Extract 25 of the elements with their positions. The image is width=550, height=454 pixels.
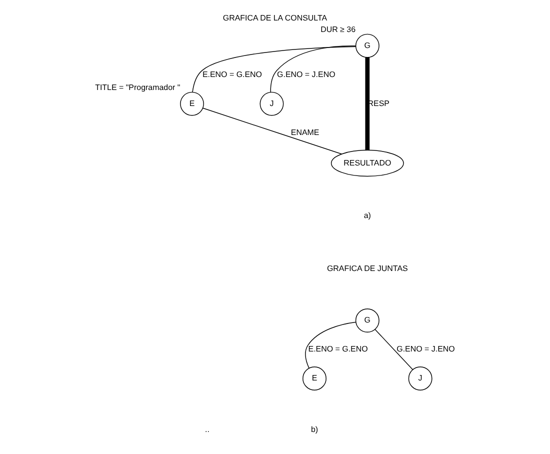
node-circle: G [355,308,380,332]
edge-label: G.ENO = J.ENO [277,70,336,79]
connector [192,46,356,92]
node-label: DUR ≥ 36 [320,24,356,34]
connector [374,328,414,370]
connector [305,322,356,369]
node-circle: J [408,366,432,390]
node-ellipse: RESULTADO [330,150,404,177]
edge-label: G.ENO = J.ENO [396,344,455,354]
node-circle: E [302,366,326,390]
connector [270,46,356,92]
node-circle: J [260,92,284,116]
node-label: TITLE = "Programador " [95,82,180,92]
edge-label: ENAME [290,128,320,137]
edge-label: E.ENO = G.ENO [308,344,368,354]
connector [365,57,370,150]
node-circle: G [355,34,380,58]
edge-label: E.ENO = G.ENO [202,70,262,79]
label: b) [310,424,318,434]
label: a) [364,211,371,220]
diagram-title: GRAFICA DE LA CONSULTA [222,13,328,22]
label: GRAFICA DE JUNTAS [326,264,408,274]
node-circle: E [180,92,204,116]
label: .. [205,424,210,434]
connector [202,108,342,154]
